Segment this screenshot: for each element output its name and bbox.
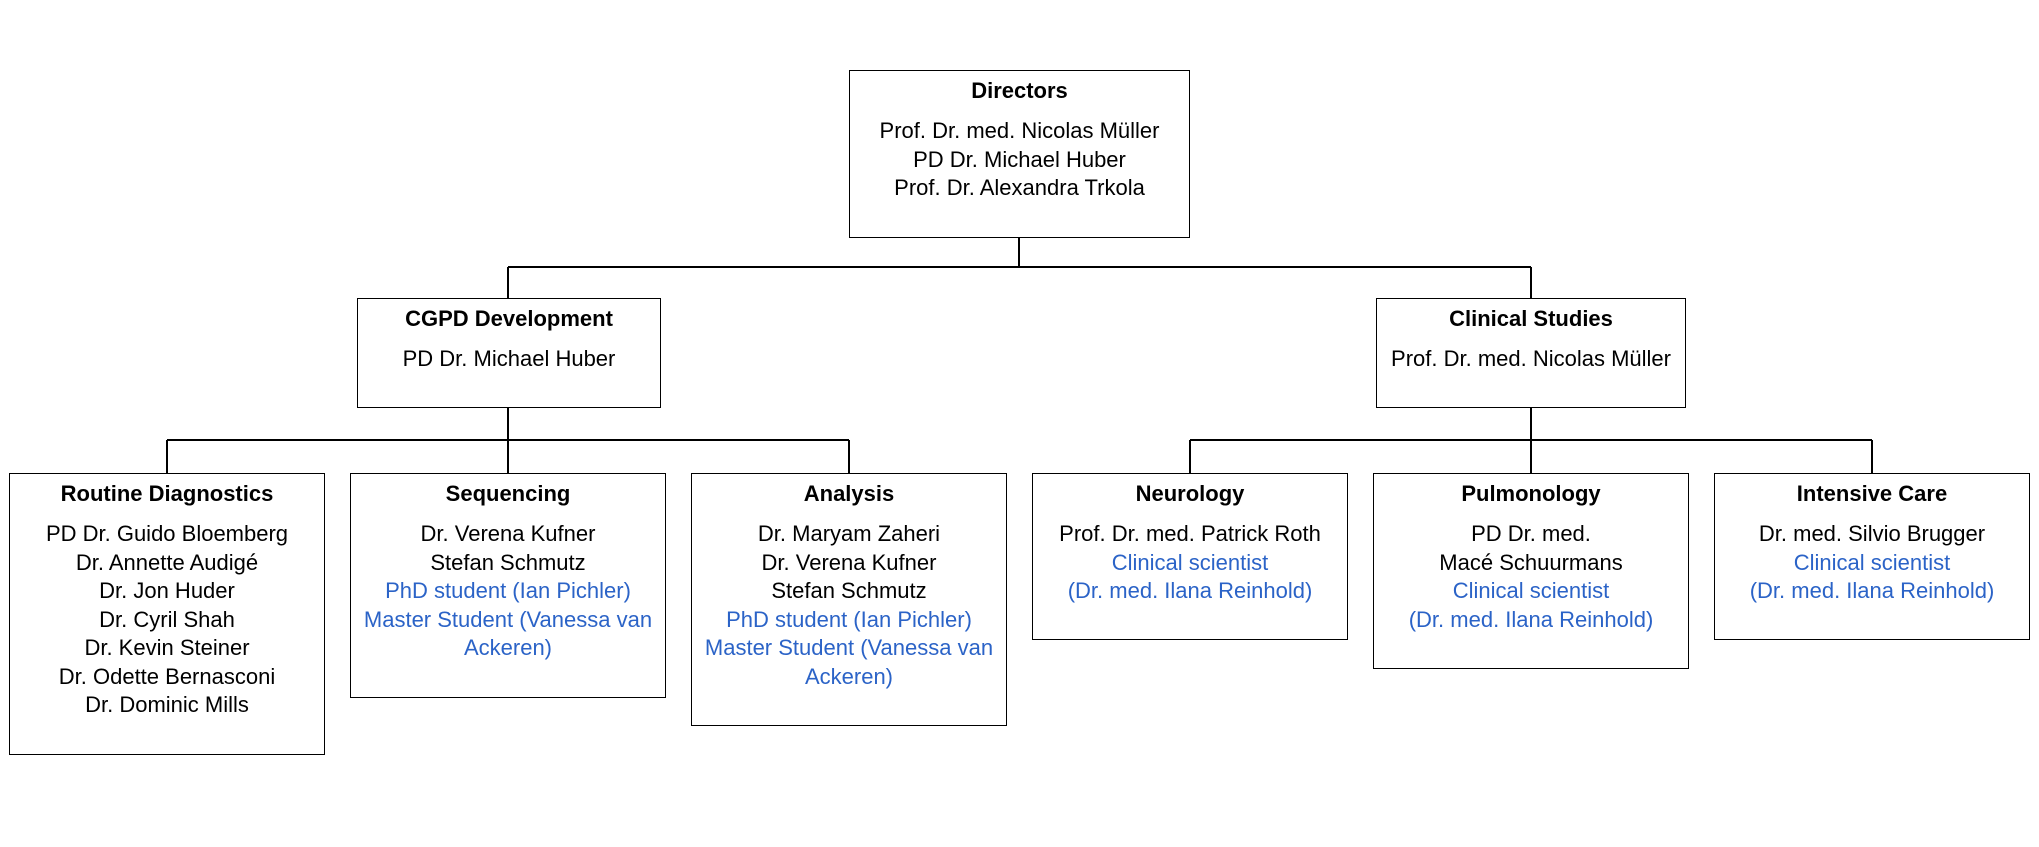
member-line: (Dr. med. Ilana Reinhold)	[1067, 578, 1313, 603]
node-title: Neurology	[1135, 481, 1245, 506]
member-line: Prof. Dr. med. Nicolas Müller	[1391, 346, 1671, 371]
member-line: Master Student (Vanessa van	[704, 635, 994, 660]
member-line: Macé Schuurmans	[1439, 549, 1623, 575]
member-line: Stefan Schmutz	[430, 549, 586, 575]
member-line: PD Dr. Michael Huber	[913, 146, 1126, 172]
member-line: PhD student (Ian Pichler)	[385, 578, 631, 603]
node-title: Clinical Studies	[1449, 306, 1613, 331]
org-node-routine-diagnostics: Routine Diagnostics PD Dr. Guido Bloembe…	[9, 473, 325, 755]
member-line: Stefan Schmutz	[771, 578, 927, 603]
member-line: Dr. Jon Huder	[99, 578, 235, 603]
node-title: Intensive Care	[1796, 481, 1948, 506]
node-title: Directors	[971, 78, 1068, 103]
node-title: Analysis	[803, 481, 895, 506]
member-line: Ackeren)	[463, 635, 553, 660]
org-node-clinical-studies: Clinical Studies Prof. Dr. med. Nicolas …	[1376, 298, 1686, 408]
member-line: Dr. Odette Bernasconi	[58, 663, 276, 689]
member-line: Dr. Kevin Steiner	[84, 635, 250, 660]
node-members: PD Dr. Michael Huber	[358, 345, 660, 374]
member-line: PD Dr. Michael Huber	[402, 346, 616, 371]
node-title: Routine Diagnostics	[60, 481, 274, 506]
node-title: Sequencing	[445, 481, 571, 506]
member-line: Dr. med. Silvio Brugger	[1758, 521, 1986, 546]
member-line: Prof. Dr. Alexandra Trkola	[894, 175, 1145, 200]
node-members: Prof. Dr. med. Nicolas Müller	[1377, 345, 1685, 374]
member-line: Dr. Maryam Zaheri	[757, 521, 941, 546]
node-title: Pulmonology	[1461, 481, 1601, 506]
member-line: Ackeren)	[804, 663, 894, 689]
member-line: Clinical scientist	[1452, 578, 1610, 603]
member-line: Dr. Cyril Shah	[99, 606, 235, 632]
node-title: CGPD Development	[405, 306, 613, 331]
member-line: PhD student (Ian Pichler)	[726, 606, 972, 632]
org-node-cgpd-development: CGPD Development PD Dr. Michael Huber	[357, 298, 661, 408]
member-line: PD Dr. med.	[1471, 521, 1591, 546]
member-line: Master Student (Vanessa van	[363, 606, 653, 632]
member-line: Clinical scientist	[1111, 549, 1269, 575]
member-line: Dr. Annette Audigé	[75, 549, 259, 575]
member-line: Dr. Verena Kufner	[761, 549, 937, 575]
member-line: Prof. Dr. med. Patrick Roth	[1059, 521, 1321, 546]
member-line: PD Dr. Guido Bloemberg	[45, 521, 289, 546]
member-line: (Dr. med. Ilana Reinhold)	[1749, 578, 1995, 603]
member-line: Prof. Dr. med. Nicolas Müller	[879, 118, 1160, 143]
node-members: Prof. Dr. med. Nicolas Müller PD Dr. Mich…	[850, 117, 1189, 203]
member-line: (Dr. med. Ilana Reinhold)	[1408, 606, 1654, 632]
member-line: Dr. Dominic Mills	[85, 692, 249, 717]
member-line: Clinical scientist	[1793, 549, 1951, 575]
member-line: Dr. Verena Kufner	[420, 521, 596, 546]
